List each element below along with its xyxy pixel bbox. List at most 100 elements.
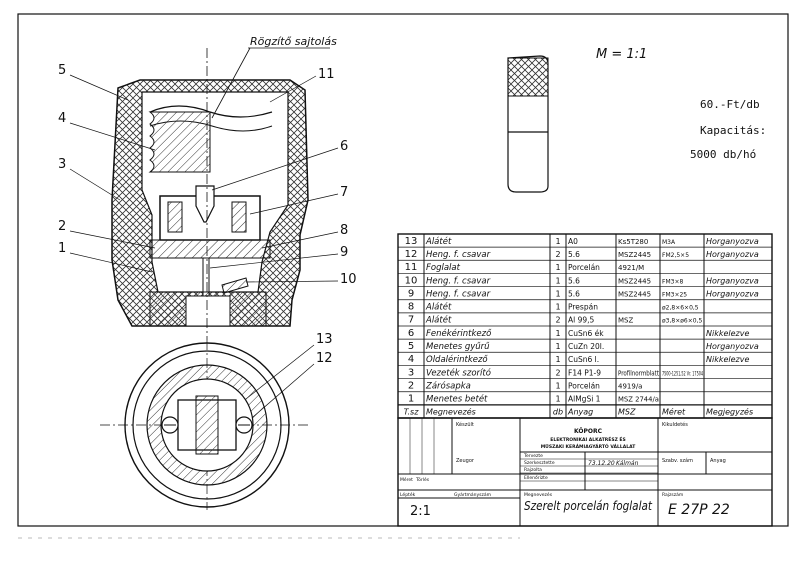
tb-lepték-label: Lépték	[400, 491, 416, 498]
bom-cell-mat: 5.6	[568, 276, 580, 285]
leader-3	[69, 168, 121, 201]
tb-rajzolta: Rajzolta	[524, 467, 542, 473]
bom-header-n: T.sz	[404, 408, 420, 417]
bom-cell-mat: CuSn6 ék	[568, 329, 604, 338]
bom-cell-name: Heng. f. csavar	[426, 276, 491, 286]
callout-11: 11	[318, 67, 335, 82]
fixing-leader	[211, 47, 251, 119]
leader-9	[209, 253, 339, 269]
leader-8	[261, 231, 339, 249]
bom-cell-std: MSZ2445	[618, 290, 651, 298]
title-frame	[397, 417, 773, 527]
tb-company-line2: MŰSZAKI KERÁMIAGYÁRTÓ VÁLLALAT	[541, 443, 636, 450]
bom-cell-n: 13	[405, 236, 418, 247]
tb-anyag: Anyag	[710, 458, 726, 464]
bom-header-std: MSZ	[618, 408, 636, 417]
bom-cell-name: Heng. f. csavar	[426, 250, 491, 260]
bom-cell-name: Alátét	[425, 302, 452, 313]
leader-4	[69, 122, 156, 151]
bom-cell-mat: 5.6	[568, 250, 580, 259]
bom-cell-std: 4921/M	[618, 264, 644, 272]
callout-12: 12	[316, 351, 333, 366]
bom-cell-name: Zárósapka	[425, 380, 471, 391]
bom-cell-qty: 2	[555, 316, 560, 325]
bom-cell-name: Alátét	[425, 236, 452, 247]
bom-cell-qty: 1	[555, 355, 560, 364]
callouts: 5 4 3 2 1 11 6 7 8 9 10 13 12	[58, 63, 357, 431]
bom-cell-qty: 1	[555, 342, 560, 351]
bom-cell-name: Foglalat	[426, 263, 461, 273]
leader-7	[249, 193, 339, 215]
bom-cell-n: 12	[405, 249, 418, 260]
bom-cell-std: MSZ 2744/a	[618, 396, 659, 404]
bom-cell-qty: 1	[555, 303, 560, 312]
bom-cell-qty: 1	[555, 381, 560, 390]
leader-10	[245, 280, 339, 283]
bom-cell-size: M3A	[662, 239, 676, 246]
bom-header-size: Méret	[662, 407, 686, 417]
bom-cell-size: ø3,8×ø6×0,5	[662, 318, 702, 325]
bom-cell-note: Horganyozva	[706, 289, 759, 298]
note-capacity-label: Kapacitás:	[700, 124, 766, 137]
callout-9: 9	[340, 245, 348, 260]
tb-rajzszam-label: Rajzszám	[662, 491, 683, 498]
bom-cell-mat: CuSn6 l.	[568, 355, 599, 364]
bom-cell-std: MSZ	[618, 317, 633, 325]
bom-cell-qty: 1	[555, 289, 560, 298]
bom-cell-mat: Al 99,5	[568, 316, 595, 325]
section-view	[111, 48, 309, 340]
bom-cell-mat: F14 P1-9	[568, 368, 601, 377]
bom-cell-note: Nikkelezve	[706, 329, 749, 338]
tb-date: 73.12.20	[588, 460, 615, 467]
callout-6: 6	[340, 139, 348, 154]
callout-7: 7	[340, 185, 348, 200]
bottom-view	[100, 340, 310, 510]
callout-5: 5	[58, 63, 66, 78]
sketch-top-cap	[507, 57, 549, 97]
bom-cell-n: 2	[408, 380, 414, 391]
bom-cell-n: 1	[408, 394, 414, 405]
bom-cell-qty: 2	[555, 368, 560, 377]
callout-13: 13	[316, 332, 333, 347]
note-price: 60.-Ft/db	[700, 98, 760, 111]
tb-szabv: Szabv. szám	[662, 457, 693, 464]
leader-2	[69, 230, 156, 249]
tb-drawing-number: E 27P 22	[668, 502, 730, 518]
bom-cell-size: FM3×25	[662, 291, 687, 298]
bom-cell-n: 9	[408, 288, 414, 299]
bom-cell-n: 6	[408, 328, 414, 339]
callout-4: 4	[58, 111, 66, 126]
bom-cell-note: Horganyozva	[706, 250, 759, 259]
bom-cell-note: Horganyozva	[706, 276, 759, 285]
bom-cell-n: 11	[405, 262, 418, 273]
bom-cell-name: Oldalérintkező	[426, 354, 488, 365]
tb-company-name: KÖPORC	[574, 428, 603, 435]
bom-cell-std: Profilnormblatt	[618, 369, 659, 377]
center-contact	[195, 185, 215, 223]
bom-cell-n: 3	[408, 367, 414, 378]
bom-cell-mat: Porcelán	[568, 263, 600, 272]
bom-header-mat: Anyag	[567, 408, 593, 417]
bom-cell-mat: CuZn 20l.	[568, 342, 604, 351]
tb-zeugor: Zeugor	[456, 458, 475, 464]
bom-cell-qty: 1	[555, 237, 560, 246]
leader-5	[69, 74, 129, 101]
leader-11	[269, 75, 317, 103]
bom-cell-n: 5	[408, 341, 414, 352]
bom-cell-size: FM3×8	[662, 278, 683, 285]
bom-cell-mat: AlMgSi 1	[568, 395, 601, 404]
tb-rev: Méret	[400, 476, 413, 483]
bom-cell-std: MSZ2445	[618, 277, 651, 285]
leader-6	[211, 147, 339, 191]
fixing-label: Rögzítő sajtolás	[250, 35, 337, 48]
callout-2: 2	[58, 219, 66, 234]
bom-cell-std: 4919/a	[618, 382, 642, 390]
tb-kikuldetes: Kikuldetés	[662, 421, 688, 428]
leader-1	[69, 252, 153, 273]
tb-gyartmany-label: Gyártmányszám	[454, 491, 491, 498]
bom-cell-n: 7	[408, 315, 414, 326]
bom-cell-qty: 1	[555, 395, 560, 404]
note-capacity-value: 5000 db/hó	[690, 148, 756, 161]
